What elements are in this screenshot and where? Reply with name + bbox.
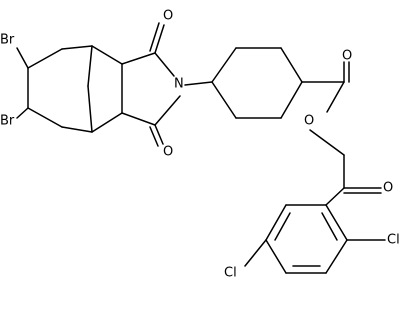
- bond: [154, 24, 165, 54]
- atom-label-o: O: [163, 9, 173, 24]
- bond: [91, 45, 123, 65]
- bond-layer: [16, 22, 386, 274]
- atom-label-layer: Br Br O O N O O O Cl Cl: [0, 9, 400, 281]
- bond: [244, 239, 267, 267]
- bond: [325, 187, 345, 206]
- bond: [274, 212, 291, 241]
- bond: [87, 85, 93, 133]
- atom-label-o: O: [383, 181, 393, 196]
- bond: [154, 52, 175, 77]
- atom-label-br: Br: [0, 114, 15, 129]
- atom-label-o: O: [163, 145, 173, 160]
- bond: [184, 81, 213, 86]
- bond: [325, 239, 348, 274]
- bond: [280, 81, 303, 119]
- bond: [27, 48, 63, 69]
- bond: [91, 112, 123, 133]
- bond: [16, 47, 29, 69]
- bond: [149, 22, 160, 52]
- bond: [280, 47, 303, 83]
- atom-label-o: O: [342, 49, 352, 64]
- bond: [61, 126, 93, 133]
- bond: [211, 81, 237, 119]
- atom-label-br: Br: [0, 33, 15, 48]
- bond: [87, 45, 93, 87]
- bond: [16, 107, 29, 119]
- bond: [154, 124, 164, 145]
- bond: [211, 47, 237, 83]
- bond: [121, 52, 156, 65]
- bond: [61, 45, 93, 50]
- bond: [27, 107, 63, 128]
- bond: [325, 204, 348, 241]
- bond: [121, 112, 156, 126]
- bond: [265, 239, 287, 274]
- bond: [154, 95, 181, 126]
- bond: [326, 81, 345, 113]
- bond: [149, 126, 159, 147]
- atom-label-o: O: [304, 114, 314, 129]
- atom-label-n: N: [174, 77, 184, 92]
- atom-label-cl: Cl: [387, 233, 400, 248]
- bond: [265, 204, 287, 241]
- bond: [321, 212, 338, 241]
- bond: [309, 129, 345, 156]
- atom-label-cl: Cl: [224, 266, 237, 281]
